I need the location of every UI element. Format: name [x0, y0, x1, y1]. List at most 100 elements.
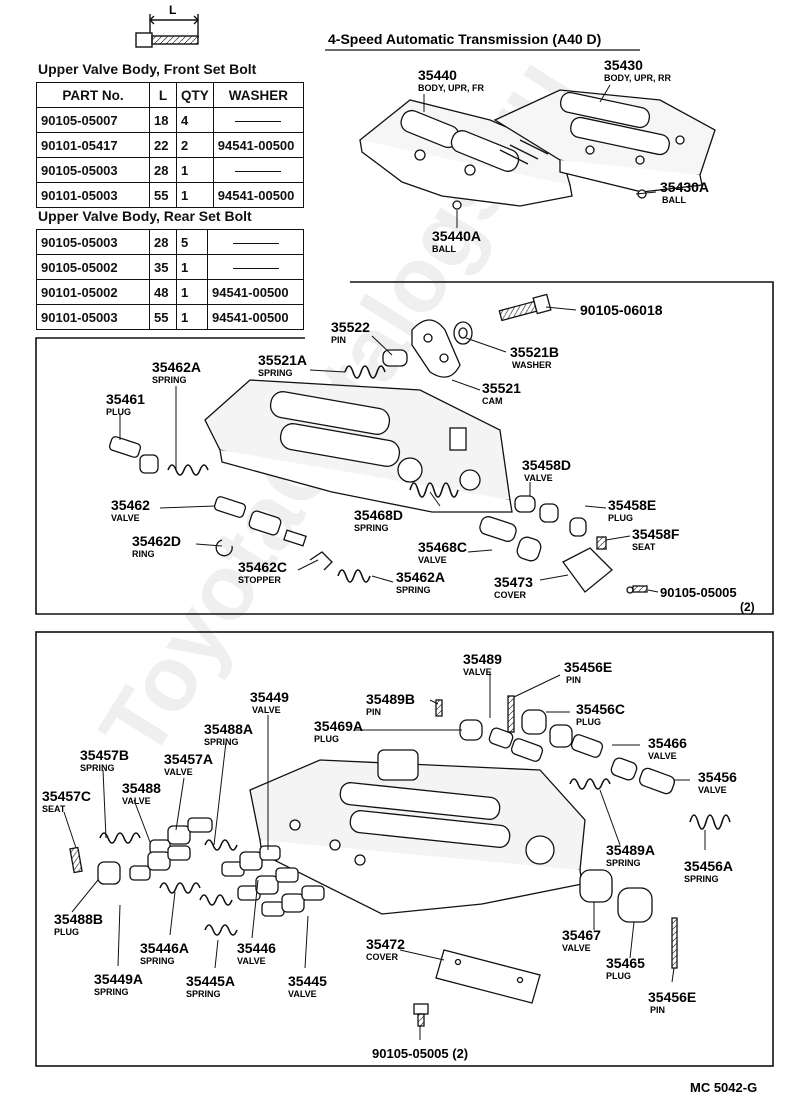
svg-text:SEAT: SEAT [42, 804, 66, 814]
svg-text:35488B: 35488B [54, 911, 103, 927]
ring-stopper-spring-mid [215, 539, 371, 583]
svg-text:35456: 35456 [698, 769, 737, 785]
rear-table-caption: Upper Valve Body, Rear Set Bolt [38, 208, 252, 224]
svg-text:35462A: 35462A [152, 359, 201, 375]
plug-35461-valve-35462 [108, 436, 307, 547]
front-table-caption: Upper Valve Body, Front Set Bolt [38, 61, 257, 77]
washer-none [212, 157, 305, 183]
svg-text:VALVE: VALVE [418, 555, 447, 565]
svg-text:SPRING: SPRING [396, 585, 431, 595]
svg-text:PIN: PIN [650, 1005, 665, 1015]
svg-text:SPRING: SPRING [354, 523, 389, 533]
svg-text:35430: 35430 [604, 57, 643, 73]
valves-bottom-right [435, 695, 731, 969]
svg-text:VALVE: VALVE [648, 751, 677, 761]
svg-text:SPRING: SPRING [152, 375, 187, 385]
svg-text:35445A: 35445A [186, 973, 235, 989]
col-l: L [149, 82, 177, 108]
svg-text:35456A: 35456A [684, 858, 733, 874]
small-valves-bottom-left [69, 817, 325, 936]
svg-text:PLUG: PLUG [314, 734, 339, 744]
spring-35521a [344, 349, 408, 379]
svg-text:35468C: 35468C [418, 539, 467, 555]
svg-text:VALVE: VALVE [288, 989, 317, 999]
svg-text:35446A: 35446A [140, 940, 189, 956]
svg-text:VALVE: VALVE [524, 473, 553, 483]
svg-text:BALL: BALL [432, 244, 456, 254]
svg-text:PLUG: PLUG [106, 407, 131, 417]
svg-text:90105-05005: 90105-05005 [660, 585, 737, 600]
svg-text:SPRING: SPRING [94, 987, 129, 997]
svg-text:90105-05005 (2): 90105-05005 (2) [372, 1046, 468, 1061]
svg-text:WASHER: WASHER [512, 360, 552, 370]
bolt-90105-06018 [498, 293, 552, 322]
leader-lines [63, 84, 706, 1040]
svg-text:BODY, UPR, RR: BODY, UPR, RR [604, 73, 672, 83]
svg-text:35457C: 35457C [42, 788, 91, 804]
svg-text:35465: 35465 [606, 955, 645, 971]
lower-valve-body-mid [204, 379, 513, 513]
svg-text:35521B: 35521B [510, 344, 559, 360]
upper-front-valve-body [358, 99, 573, 207]
ball-35440a [452, 200, 462, 210]
svg-text:BALL: BALL [662, 195, 686, 205]
svg-text:35457A: 35457A [164, 751, 213, 767]
figure-code: MC 5042-G [690, 1080, 757, 1095]
svg-text:35456C: 35456C [576, 701, 625, 717]
svg-text:35462D: 35462D [132, 533, 181, 549]
bolt-dimension-icon [135, 14, 199, 48]
svg-text:35521: 35521 [482, 380, 521, 396]
svg-text:35489B: 35489B [366, 691, 415, 707]
svg-text:35449A: 35449A [94, 971, 143, 987]
washer-none [212, 107, 305, 133]
col-part-no: PART No. [36, 82, 150, 108]
svg-text:35466: 35466 [648, 735, 687, 751]
svg-text:35489A: 35489A [606, 842, 655, 858]
svg-text:35462C: 35462C [238, 559, 287, 575]
svg-text:35469A: 35469A [314, 718, 363, 734]
svg-text:VALVE: VALVE [164, 767, 193, 777]
svg-text:35430A: 35430A [660, 179, 709, 195]
cam-35521 [411, 319, 473, 378]
svg-text:35456E: 35456E [648, 989, 696, 1005]
svg-text:(2): (2) [740, 600, 755, 614]
svg-text:PLUG: PLUG [608, 513, 633, 523]
svg-text:35445: 35445 [288, 973, 327, 989]
svg-text:35522: 35522 [331, 319, 370, 335]
middle-section-frame [35, 281, 774, 615]
dim-label: L [169, 3, 176, 17]
